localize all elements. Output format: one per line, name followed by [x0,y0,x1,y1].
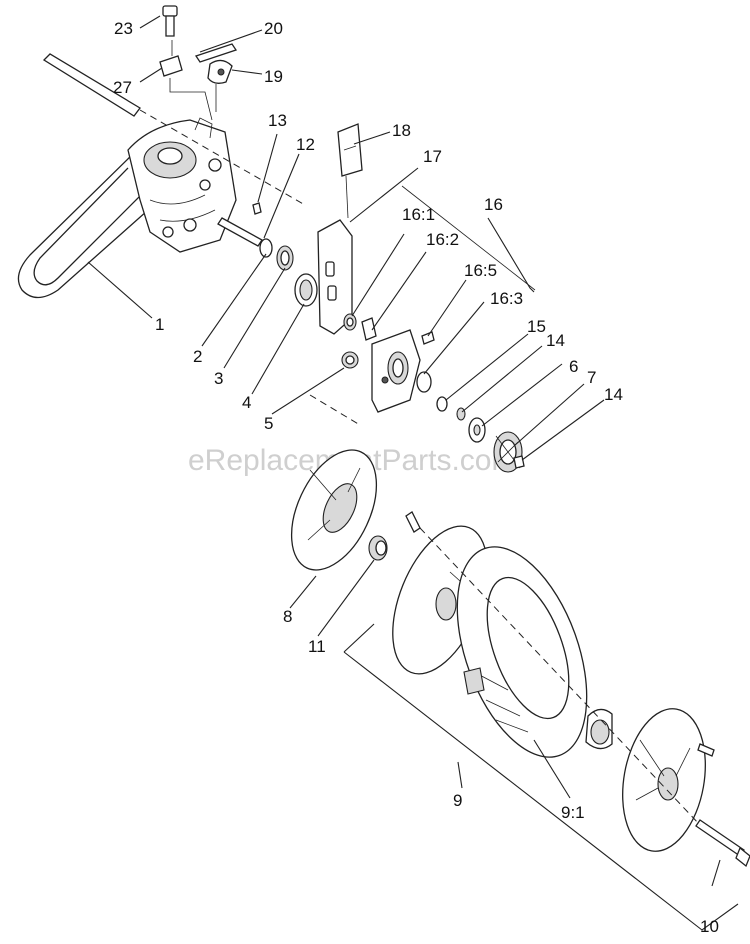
callout-2: 2 [193,347,202,366]
callout-16: 16 [484,195,503,214]
callout-16-3: 16:3 [490,289,523,308]
callout-8: 8 [283,607,292,626]
part-1-belt-transmission [17,53,306,299]
callout-18: 18 [392,121,411,140]
part-17-bracket-plate [317,123,363,335]
callout-1: 1 [155,315,164,334]
washers-and-gear-6-7-14-15 [436,396,525,473]
callout-6: 6 [569,357,578,376]
callout-4: 4 [242,393,251,412]
callout-13: 13 [268,111,287,130]
callout-23: 23 [114,19,133,38]
callout-12: 12 [296,135,315,154]
callout-7: 7 [587,368,596,387]
callout-11: 11 [308,637,326,656]
callout-16-1: 16:1 [402,205,435,224]
hardware-parts-2-5-12-13 [252,202,359,369]
part-16-assembly [343,185,536,413]
callout-20: 20 [264,19,283,38]
linkage-parts-19-20-23-27 [159,5,238,121]
callout-19: 19 [264,67,283,86]
callout-5: 5 [264,414,273,433]
callout-16-5: 16:5 [464,261,497,280]
callout-14-b: 14 [604,385,623,404]
callout-labels: 1 2 3 4 5 6 7 8 9 9:1 10 11 12 13 14 14 … [113,19,719,936]
callout-17: 17 [423,147,442,166]
callout-3: 3 [214,369,223,388]
callout-10: 10 [700,917,719,936]
callout-27: 27 [113,78,132,97]
part-11-bushing [368,535,388,561]
leader-lines [87,15,739,931]
callout-16-2: 16:2 [426,230,459,249]
callout-15: 15 [527,317,546,336]
part-8-hubcap [290,449,378,571]
callout-9-1: 9:1 [561,803,585,822]
part-9-wheel-assembly [392,511,750,868]
callout-9: 9 [453,791,462,810]
callout-14-a: 14 [546,331,565,350]
